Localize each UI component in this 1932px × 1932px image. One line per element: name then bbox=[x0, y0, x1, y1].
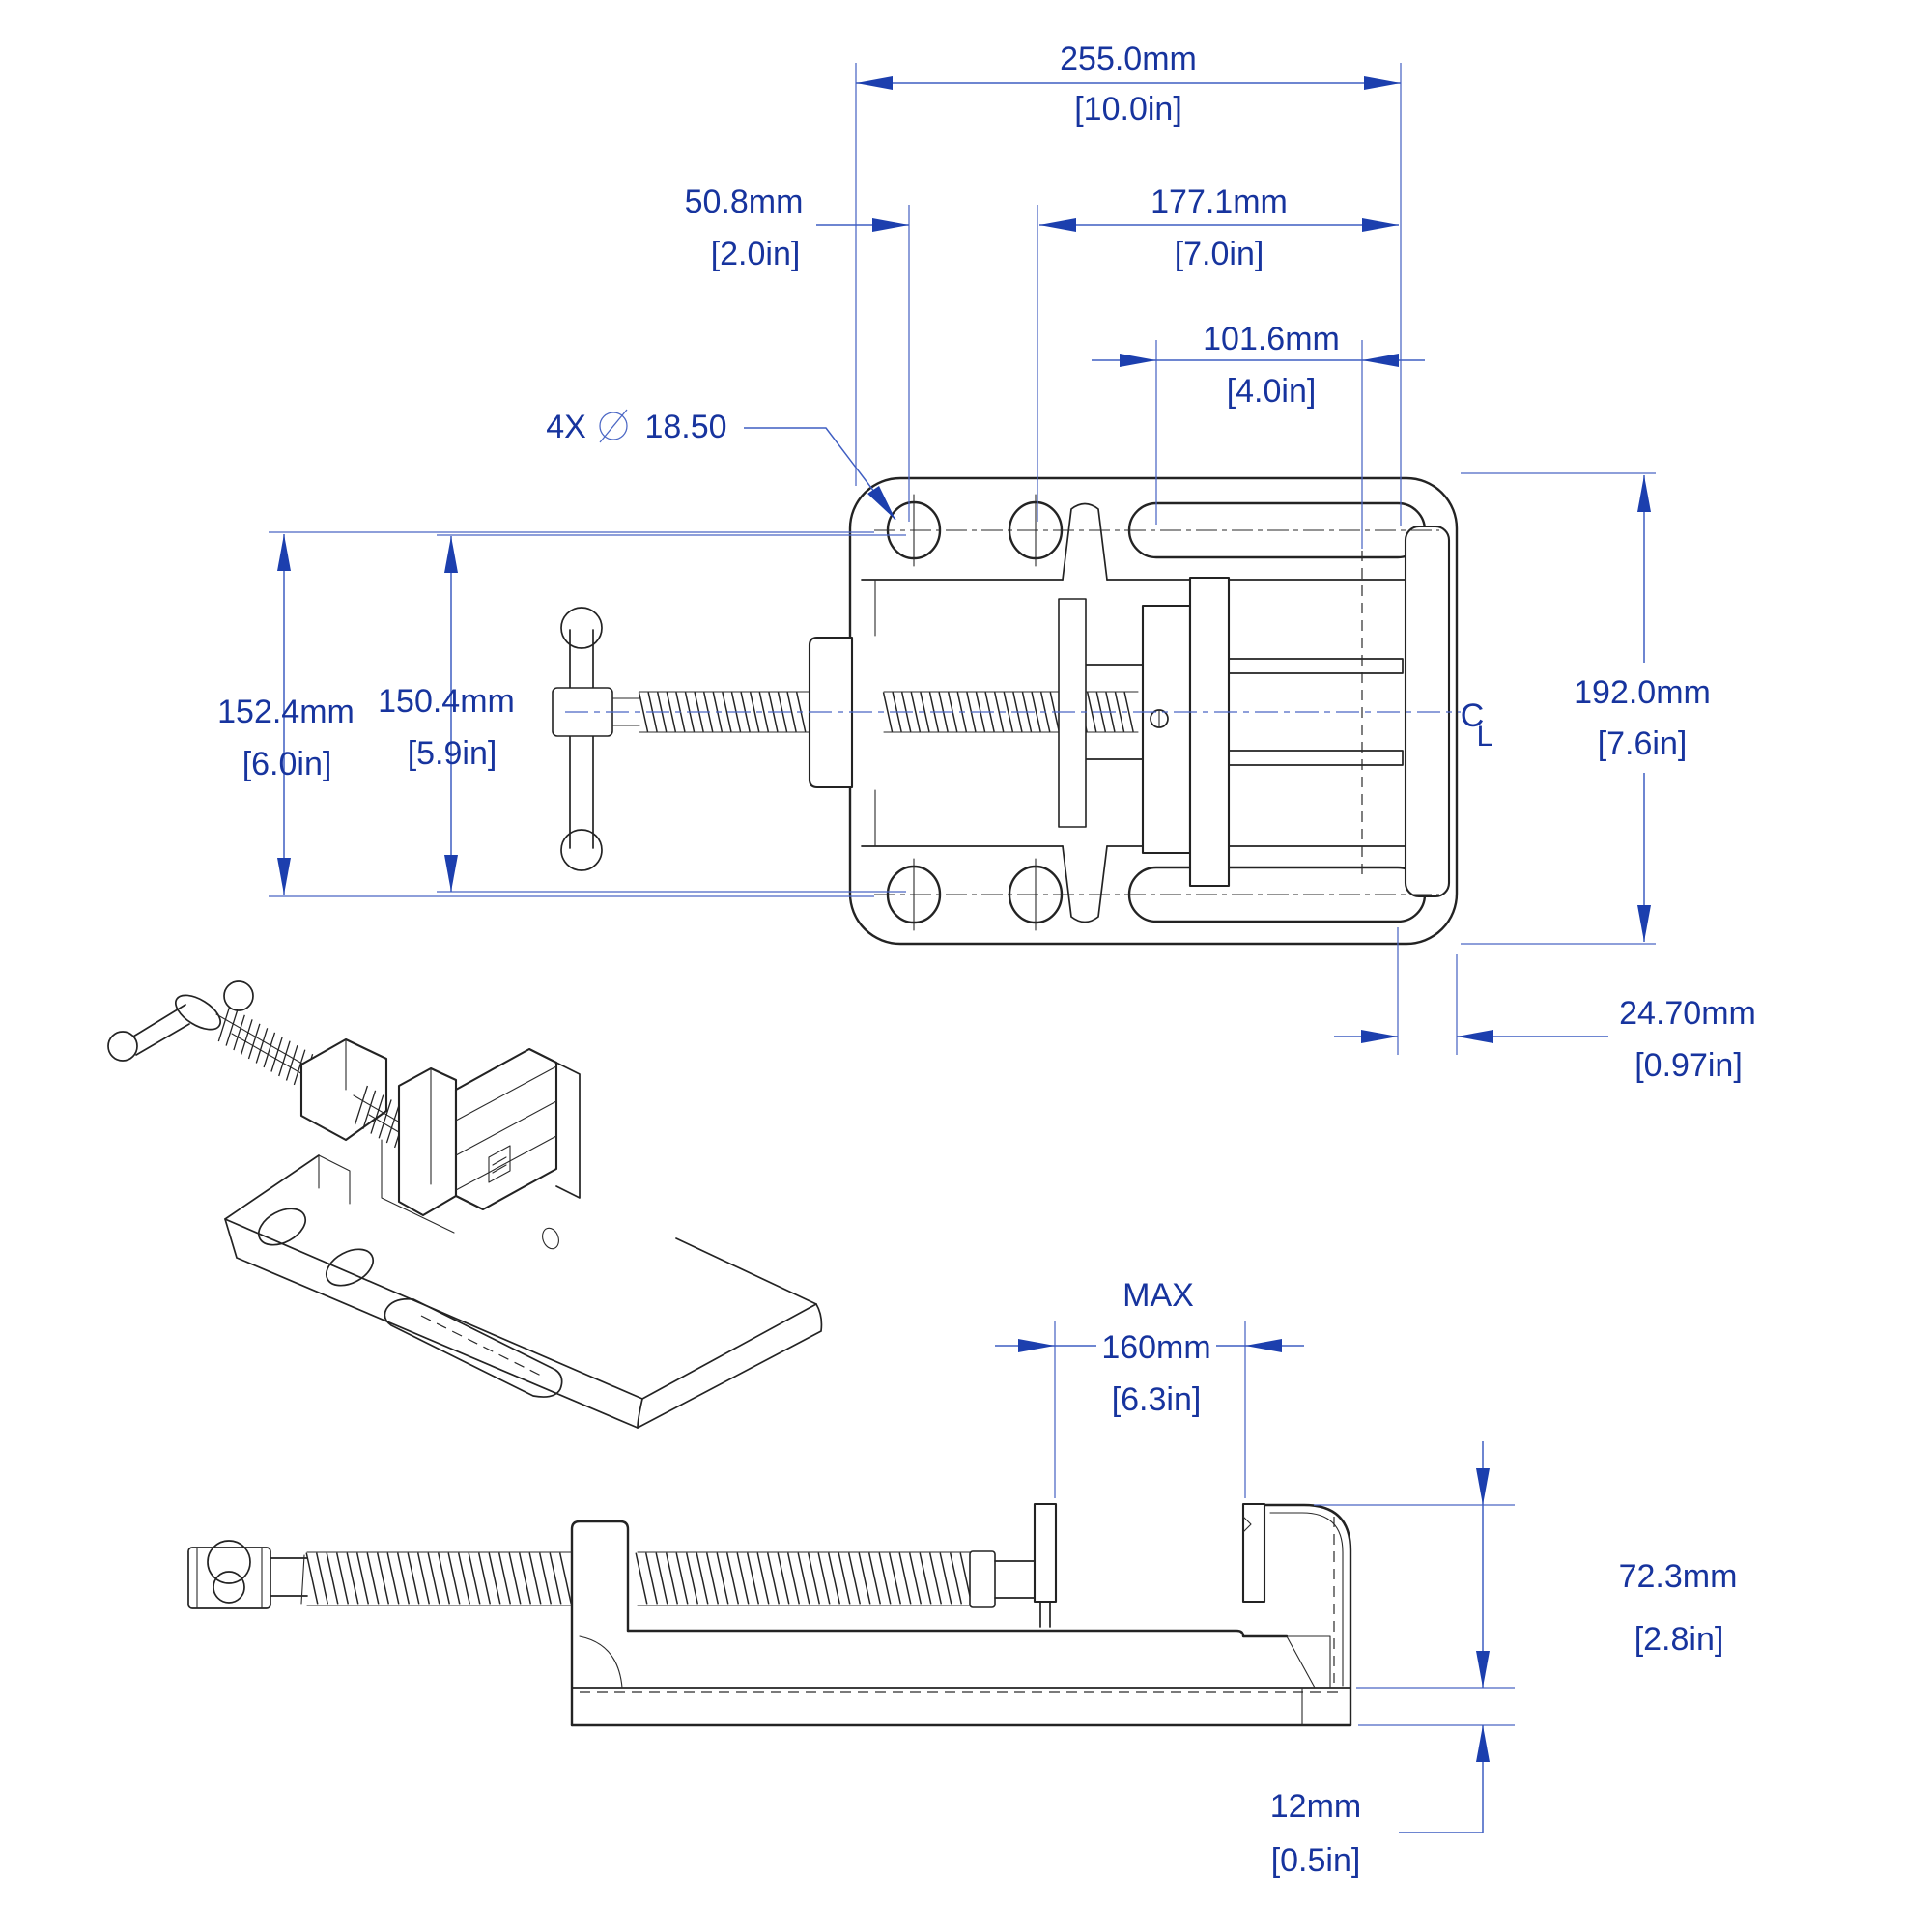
handle-hub-side bbox=[187, 1547, 271, 1609]
dim-outer-row-spacing: 152.4mm [6.0in] bbox=[217, 531, 874, 897]
bottom-rib bbox=[1062, 845, 1108, 923]
screw-thread-side bbox=[635, 1552, 973, 1605]
handle-ball-side bbox=[213, 1571, 245, 1604]
iso-handle-bar bbox=[132, 1004, 190, 1056]
dim-text: 50.8mm bbox=[685, 184, 804, 220]
top-rib bbox=[1062, 502, 1108, 581]
dim-text: 192.0mm bbox=[1574, 674, 1711, 711]
centerline-symbol: C bbox=[1461, 697, 1485, 734]
fixed-jaw-side bbox=[1241, 1502, 1266, 1604]
dim-text: 152.4mm bbox=[217, 694, 355, 730]
movable-jaw-plate bbox=[1188, 576, 1231, 888]
iso-handle-ball bbox=[107, 1031, 138, 1062]
dim-edge-to-first-hole: 50.8mm [2.0in] bbox=[685, 184, 910, 522]
dim-overall-width: 255.0mm [10.0in] bbox=[855, 41, 1402, 526]
centerline: C L bbox=[565, 697, 1492, 753]
dim-text: [0.5in] bbox=[1271, 1842, 1361, 1879]
top-view bbox=[552, 476, 1459, 946]
jaw-notch bbox=[1242, 1516, 1252, 1533]
dim-text: 255.0mm bbox=[1060, 41, 1197, 77]
dim-hole-to-slot-end: 177.1mm [7.0in] bbox=[1037, 184, 1399, 522]
dim-max-jaw-opening: MAX 160mm [6.3in] bbox=[995, 1277, 1304, 1498]
iso-hole bbox=[325, 1248, 375, 1287]
iso-jaw-plate bbox=[397, 1066, 458, 1217]
dimensions: 255.0mm [10.0in] 50.8mm [2.0in] 177.1mm … bbox=[217, 41, 1756, 1879]
screw-thread-side bbox=[305, 1552, 573, 1605]
callout-count: 4X bbox=[546, 409, 586, 445]
dim-text: 160mm bbox=[1101, 1329, 1210, 1366]
iso-fixed-jaw bbox=[454, 1047, 558, 1211]
dim-text: MAX bbox=[1122, 1277, 1194, 1314]
guide-block bbox=[1058, 598, 1087, 828]
side-view bbox=[187, 1502, 1352, 1727]
casting-details bbox=[579, 1635, 1331, 1726]
hole-callout: 4X 18.50 bbox=[546, 409, 896, 521]
dim-text: [6.3in] bbox=[1112, 1381, 1202, 1418]
dim-text: [7.6in] bbox=[1598, 725, 1688, 762]
dim-text: [2.0in] bbox=[711, 236, 801, 272]
dim-overall-depth: 192.0mm [7.6in] bbox=[1461, 472, 1711, 945]
handle-ball-side bbox=[207, 1540, 251, 1584]
dim-inner-row-spacing: 150.4mm [5.9in] bbox=[378, 534, 906, 893]
dim-text: [5.9in] bbox=[408, 735, 497, 772]
callout-value: 18.50 bbox=[644, 409, 726, 445]
dim-text: 24.70mm bbox=[1619, 995, 1756, 1032]
dim-text: [10.0in] bbox=[1074, 91, 1182, 128]
hole-centerlines bbox=[874, 529, 1439, 895]
dim-text: [2.8in] bbox=[1634, 1621, 1724, 1658]
movable-jaw bbox=[1141, 604, 1192, 855]
dim-text: 101.6mm bbox=[1203, 321, 1340, 357]
iso-handle-ball bbox=[223, 980, 254, 1011]
dim-body-height: 72.3mm [2.8in] bbox=[1314, 1441, 1738, 1689]
iso-hole bbox=[257, 1208, 307, 1246]
diameter-symbol bbox=[599, 412, 628, 440]
dim-text: [4.0in] bbox=[1227, 373, 1317, 410]
movable-jaw-side bbox=[1033, 1502, 1058, 1604]
centerline-symbol: L bbox=[1477, 721, 1493, 753]
iso-brand-plate bbox=[488, 1145, 511, 1183]
dim-text: [0.97in] bbox=[1634, 1047, 1743, 1084]
dim-text: 177.1mm bbox=[1151, 184, 1288, 220]
handle-ball bbox=[560, 607, 603, 649]
dim-text: 72.3mm bbox=[1619, 1558, 1738, 1595]
dim-text: 12mm bbox=[1270, 1788, 1361, 1825]
dim-base-thickness: 12mm [0.5in] bbox=[1270, 1724, 1515, 1879]
dim-text: 150.4mm bbox=[378, 683, 515, 720]
dim-slot-length: 101.6mm [4.0in] bbox=[1092, 321, 1425, 549]
dim-text: [7.0in] bbox=[1175, 236, 1264, 272]
handle-bar bbox=[569, 629, 594, 849]
guide-rails bbox=[1228, 658, 1404, 766]
dim-text: [6.0in] bbox=[242, 746, 332, 782]
handle-ball bbox=[560, 829, 603, 871]
iso-slot bbox=[384, 1297, 563, 1398]
dim-jaw-overhang: 24.70mm [0.97in] bbox=[1334, 927, 1756, 1084]
isometric-view bbox=[107, 980, 823, 1429]
iso-hub bbox=[175, 994, 221, 1031]
diameter-symbol bbox=[599, 409, 628, 443]
screw-collar bbox=[969, 1550, 996, 1608]
